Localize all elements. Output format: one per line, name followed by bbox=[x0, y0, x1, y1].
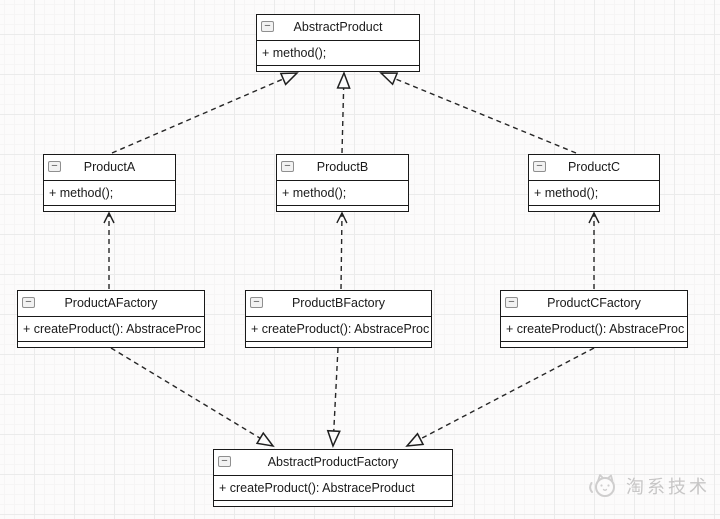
class-members: + createProduct(): AbstraceProc bbox=[246, 317, 431, 342]
class-name: AbstractProduct bbox=[293, 20, 383, 34]
edge-realization-productb-abstractproduct bbox=[336, 70, 351, 154]
collapse-icon: − bbox=[505, 297, 518, 308]
class-name: ProductCFactory bbox=[547, 296, 641, 310]
class-name: ProductC bbox=[567, 160, 621, 174]
edge-realization-productcfactory-abstractproductfactory bbox=[405, 347, 595, 447]
class-title-bar: − ProductB bbox=[277, 155, 408, 181]
class-title-bar: − ProductA bbox=[44, 155, 175, 181]
class-empty-compartment bbox=[246, 342, 431, 347]
class-box-productcfactory: − ProductCFactory + createProduct(): Abs… bbox=[500, 290, 688, 348]
class-members: + method(); bbox=[277, 181, 408, 206]
class-empty-compartment bbox=[257, 66, 419, 71]
class-title-bar: − ProductC bbox=[529, 155, 659, 181]
class-box-productc: − ProductC + method(); bbox=[528, 154, 660, 212]
edge-realization-productc-abstractproduct bbox=[379, 72, 577, 154]
class-title-bar: − ProductBFactory bbox=[246, 291, 431, 317]
edge-realization-productafactory-abstractproductfactory bbox=[110, 347, 275, 448]
class-empty-compartment bbox=[18, 342, 204, 347]
class-box-productb: − ProductB + method(); bbox=[276, 154, 409, 212]
class-members: + method(); bbox=[257, 41, 419, 66]
collapse-icon: − bbox=[22, 297, 35, 308]
edge-realization-producta-abstractproduct bbox=[111, 72, 299, 154]
class-title-bar: − AbstractProductFactory bbox=[214, 450, 452, 476]
class-members: + method(); bbox=[44, 181, 175, 206]
class-box-producta: − ProductA + method(); bbox=[43, 154, 176, 212]
collapse-icon: − bbox=[533, 161, 546, 172]
class-members: + createProduct(): AbstraceProduct bbox=[214, 476, 452, 501]
collapse-icon: − bbox=[48, 161, 61, 172]
class-title-bar: − ProductCFactory bbox=[501, 291, 687, 317]
class-empty-compartment bbox=[529, 206, 659, 211]
class-name: ProductBFactory bbox=[291, 296, 386, 310]
class-title-bar: − AbstractProduct bbox=[257, 15, 419, 41]
class-members: + method(); bbox=[529, 181, 659, 206]
watermark: 淘系技术 bbox=[588, 472, 710, 500]
edge-realization-productbfactory-abstractproductfactory bbox=[326, 347, 341, 449]
class-empty-compartment bbox=[214, 501, 452, 506]
edge-dependency-productbfactory-productb bbox=[336, 211, 348, 290]
collapse-icon: − bbox=[261, 21, 274, 32]
class-empty-compartment bbox=[501, 342, 687, 347]
cat-mascot-icon bbox=[589, 474, 615, 497]
class-empty-compartment bbox=[277, 206, 408, 211]
class-box-abstractproduct: − AbstractProduct + method(); bbox=[256, 14, 420, 72]
collapse-icon: − bbox=[250, 297, 263, 308]
class-box-productbfactory: − ProductBFactory + createProduct(): Abs… bbox=[245, 290, 432, 348]
class-title-bar: − ProductAFactory bbox=[18, 291, 204, 317]
collapse-icon: − bbox=[218, 456, 231, 467]
class-name: AbstractProductFactory bbox=[267, 455, 399, 469]
collapse-icon: − bbox=[281, 161, 294, 172]
class-members: + createProduct(): AbstraceProc bbox=[501, 317, 687, 342]
class-members: + createProduct(): AbstraceProc bbox=[18, 317, 204, 342]
class-name: ProductA bbox=[83, 160, 136, 174]
watermark-label: 淘系技术 bbox=[626, 477, 710, 497]
class-name: ProductB bbox=[316, 160, 369, 174]
class-box-abstractproductfactory: − AbstractProductFactory + createProduct… bbox=[213, 449, 453, 507]
class-box-productafactory: − ProductAFactory + createProduct(): Abs… bbox=[17, 290, 205, 348]
class-empty-compartment bbox=[44, 206, 175, 211]
class-name: ProductAFactory bbox=[64, 296, 158, 310]
